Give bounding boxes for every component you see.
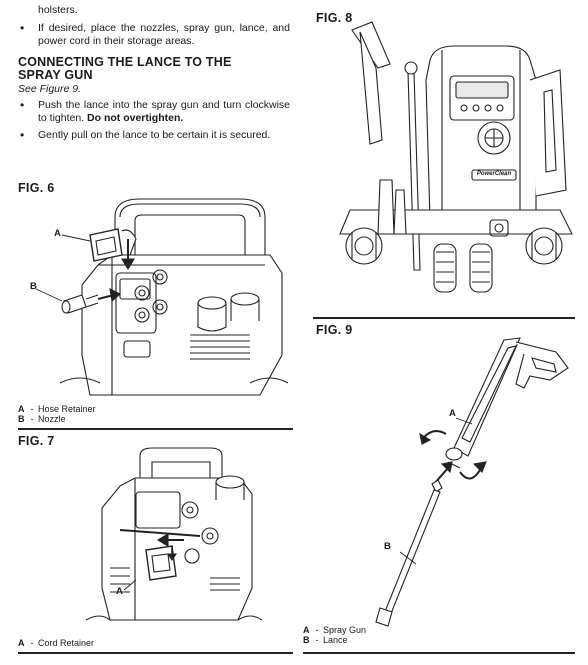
fig8-illustration <box>330 20 578 310</box>
push-lance-text: Push the lance into the spray gun and tu… <box>38 99 290 124</box>
fig6-callout-b: B <box>30 281 37 292</box>
fig6-label: FIG. 6 <box>18 181 55 195</box>
bullet-marker: • <box>20 21 25 35</box>
fig9-legend-a: A-Spray Gun <box>303 625 367 635</box>
storage-instruction: If desired, place the nozzles, spray gun… <box>38 22 290 47</box>
fig8-divider <box>313 317 575 319</box>
fig6-illustration <box>20 195 292 395</box>
fig9-callout-b: B <box>384 541 391 552</box>
fig9-illustration <box>310 330 578 620</box>
section-heading: CONNECTING THE LANCE TO THE SPRAY GUN <box>18 55 232 82</box>
fig6-divider <box>18 428 293 430</box>
fig9-legend-b: B-Lance <box>303 635 348 645</box>
fig9-label: FIG. 9 <box>316 323 353 337</box>
fig7-legend-a: A-Cord Retainer <box>18 638 95 648</box>
pull-lance-instruction: Gently pull on the lance to be certain i… <box>38 129 271 141</box>
bullet-marker: • <box>20 128 25 142</box>
fig7-callout-a: A <box>116 586 123 597</box>
fig9-divider <box>303 652 575 654</box>
overtighten-warning: Do not overtighten. <box>87 112 184 124</box>
fig6-callout-a: A <box>54 228 61 239</box>
fig8-brand-badge: PowerClean <box>476 171 512 177</box>
fig8-label: FIG. 8 <box>316 11 353 25</box>
see-figure-note: See Figure 9. <box>18 83 82 95</box>
fig7-illustration <box>80 448 270 628</box>
bullet-marker: • <box>20 98 25 112</box>
fig6-legend-b: B-Nozzle <box>18 414 66 424</box>
continued-text: holsters. <box>38 4 78 16</box>
push-lance-instruction: Push the lance into the spray gun and tu… <box>38 99 290 125</box>
fig7-label: FIG. 7 <box>18 434 55 448</box>
fig7-divider <box>18 652 293 654</box>
fig9-callout-a: A <box>449 408 456 419</box>
fig6-legend-a: A-Hose Retainer <box>18 404 96 414</box>
